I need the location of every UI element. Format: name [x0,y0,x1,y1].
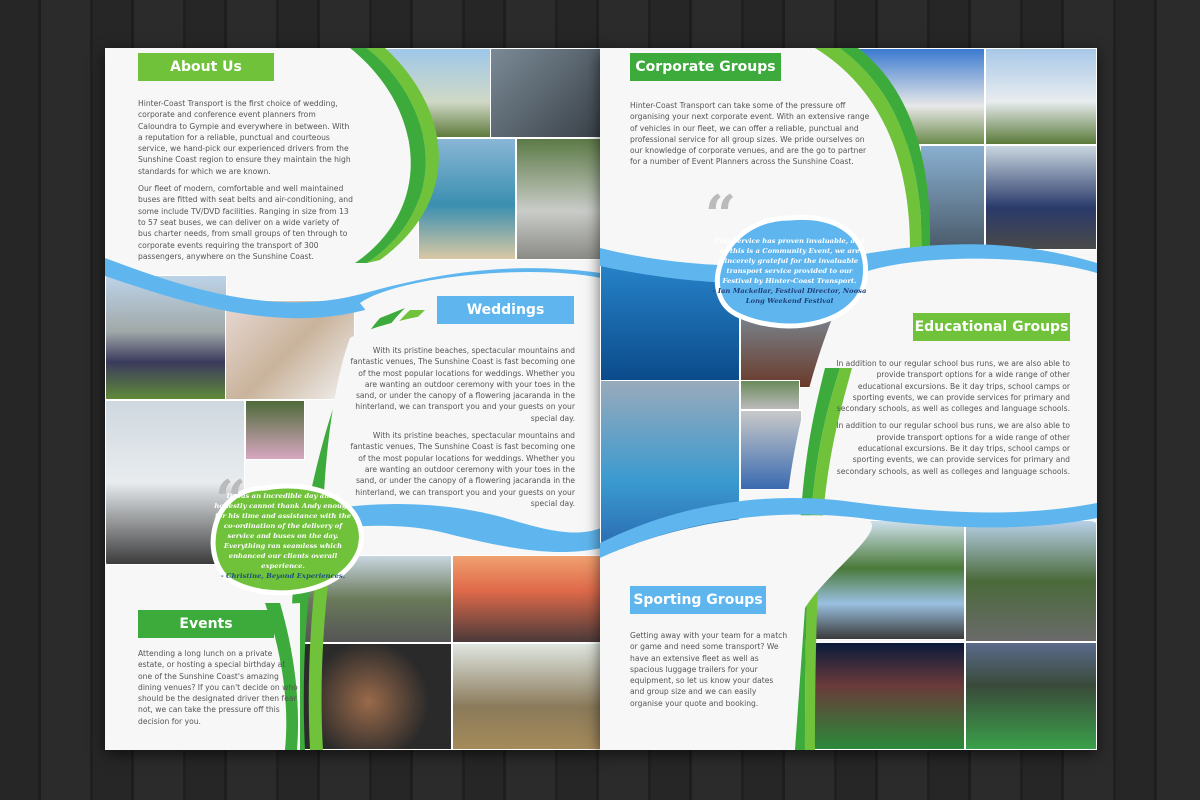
sporting-groups-text: Getting away with your team for a match … [630,630,790,715]
corporate-groups-paragraph: Hinter-Coast Transport can take some of … [630,101,870,167]
photo-driver [985,145,1097,250]
about-us-heading: About Us [138,53,274,81]
educational-groups-heading: Educational Groups [913,313,1070,341]
photo-bus-side [985,48,1097,145]
sporting-groups-paragraph: Getting away with your team for a match … [630,631,788,708]
testimonial-author: - Christine, Beyond Experiences. [220,572,346,580]
educational-groups-paragraph-2: In addition to our regular school bus ru… [836,421,1070,476]
photo-long-lunch [452,643,601,750]
testimonial-text: This service has proven invaluable, and … [714,237,865,285]
left-page: About Us Hinter-Coast Transport is the f… [105,48,601,750]
educational-groups-paragraph-1: In addition to our regular school bus ru… [836,359,1070,414]
corporate-groups-text: Hinter-Coast Transport can take some of … [630,100,875,174]
wave-decoration [600,48,1097,750]
photo-bus-stop [965,520,1097,642]
photo-sunset [452,555,601,643]
photo-stadium-day [965,642,1097,750]
corporate-groups-heading: Corporate Groups [630,53,781,81]
events-heading: Events [138,610,274,638]
testimonial-author: - Ian Mackellar, Festival Director, Noos… [712,287,867,305]
photo-driver [490,48,601,138]
open-quote-icon: “ [705,183,737,247]
open-quote-icon: “ [215,468,247,532]
weddings-paragraph-2: With its pristine beaches, spectacular m… [350,431,575,508]
photo-flowers [245,400,305,460]
photo-cars [740,380,800,410]
right-page: Corporate Groups Hinter-Coast Transport … [600,48,1097,750]
weddings-paragraph-1: With its pristine beaches, spectacular m… [350,346,575,423]
weddings-heading: Weddings [437,296,574,324]
educational-groups-text: In addition to our regular school bus ru… [835,358,1070,483]
photo-food [300,643,452,750]
testimonial-christine: It was an incredible day and I honestly … [213,491,353,581]
weddings-text: With its pristine beaches, spectacular m… [350,345,575,515]
photo-stadium-night [805,642,965,750]
sporting-groups-heading: Sporting Groups [630,586,766,614]
events-text: Attending a long lunch on a private esta… [138,648,298,733]
about-us-text: Hinter-Coast Transport is the first choi… [138,98,353,268]
wave-decoration [105,48,601,750]
about-us-paragraph-2: Our fleet of modern, comfortable and wel… [138,184,353,261]
testimonial-text: It was an incredible day and I honestly … [214,492,352,570]
events-paragraph: Attending a long lunch on a private esta… [138,649,298,726]
photo-people-bus [920,145,985,250]
testimonial-ian: This service has proven invaluable, and … [712,236,867,306]
about-us-paragraph-1: Hinter-Coast Transport is the first choi… [138,99,351,176]
